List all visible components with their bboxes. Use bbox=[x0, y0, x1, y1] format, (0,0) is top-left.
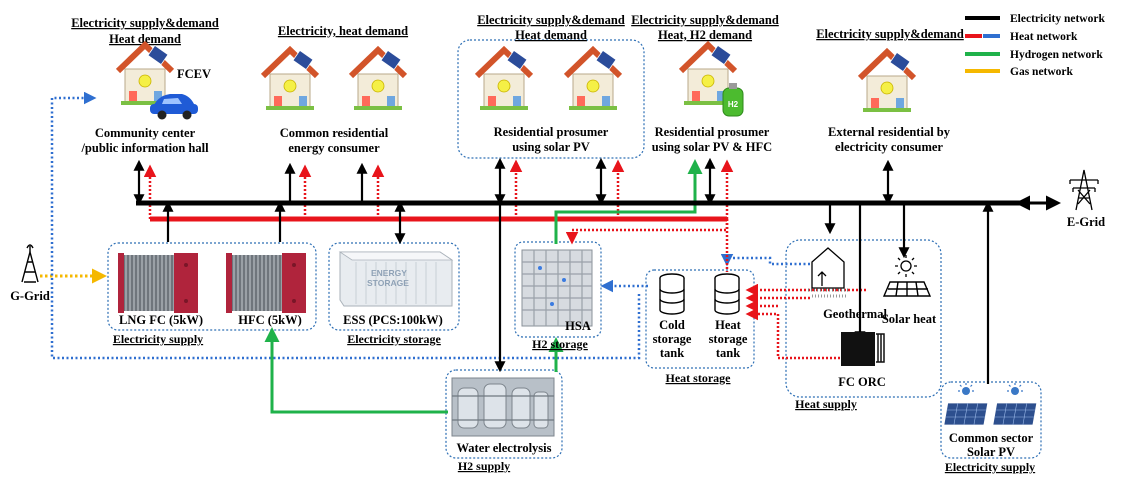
section-electricity-supply-right: Electricity supply bbox=[945, 460, 1035, 474]
h2-line-electrolysis-hfc bbox=[264, 327, 448, 414]
hsa-label: HSA bbox=[565, 319, 591, 333]
g-grid-label: G-Grid bbox=[10, 289, 50, 303]
fc-orc-icon bbox=[841, 332, 885, 366]
svg-text:Electricity supply&demand: Electricity supply&demand bbox=[631, 13, 779, 27]
svg-text:tank: tank bbox=[660, 346, 684, 360]
svg-text:tank: tank bbox=[716, 346, 740, 360]
house-common-2-icon bbox=[351, 50, 405, 110]
heat-drops bbox=[143, 159, 734, 272]
heat-storage-tank-icon bbox=[714, 273, 740, 315]
hfc-stack-icon bbox=[225, 252, 307, 314]
svg-text:ENERGY: ENERGY bbox=[371, 268, 407, 278]
label-prosumer-hfc: Residential prosumer using solar PV & HF… bbox=[652, 125, 772, 154]
svg-text:Residential prosumer: Residential prosumer bbox=[655, 125, 770, 139]
svg-text:/public information hall: /public information hall bbox=[80, 141, 209, 155]
label-community: Community center /public information hal… bbox=[80, 126, 209, 155]
svg-text:using solar PV: using solar PV bbox=[512, 140, 590, 154]
solar-pv-box bbox=[940, 381, 1042, 459]
ess-container-icon: ENERGY STORAGE bbox=[338, 251, 454, 307]
solar-pv-panel-1-icon bbox=[943, 382, 989, 426]
svg-text:Residential prosumer: Residential prosumer bbox=[494, 125, 609, 139]
water-electrolysis-label: Water electrolysis bbox=[457, 441, 552, 455]
house-external-icon bbox=[860, 52, 914, 112]
legend: Electricity network Heat network Hydroge… bbox=[965, 13, 1105, 78]
svg-text:Heat, H2 demand: Heat, H2 demand bbox=[658, 28, 752, 42]
house-prosumer-1-icon bbox=[477, 50, 531, 110]
ess-label: ESS (PCS:100kW) bbox=[343, 313, 443, 327]
geothermal-label: Geothermal bbox=[823, 307, 887, 321]
svg-text:Electricity network: Electricity network bbox=[1010, 13, 1105, 25]
svg-text:storage: storage bbox=[709, 332, 748, 346]
hsa-icon bbox=[521, 249, 593, 327]
electricity-supply-box bbox=[107, 242, 317, 331]
heat-blue-from-geothermal bbox=[720, 254, 810, 267]
svg-text:storage: storage bbox=[653, 332, 692, 346]
cold-storage-tank-icon bbox=[659, 273, 685, 315]
svg-text:Common residential: Common residential bbox=[280, 126, 389, 140]
house-prosumer-2-icon bbox=[566, 50, 620, 110]
lng-fc-label: LNG FC (5kW) bbox=[119, 313, 203, 327]
header-community: Electricity supply&demand Heat demand bbox=[71, 16, 219, 46]
house-common-1-icon bbox=[263, 50, 317, 110]
svg-text:STORAGE: STORAGE bbox=[367, 278, 409, 288]
label-common: Common residential energy consumer bbox=[280, 126, 389, 155]
hfc-label: HFC (5kW) bbox=[238, 313, 302, 327]
svg-text:Heat demand: Heat demand bbox=[515, 28, 587, 42]
heat-supply-box bbox=[785, 239, 942, 398]
water-electrolysis-icon bbox=[451, 377, 555, 437]
fcev-label: FCEV bbox=[177, 67, 211, 81]
section-electricity-supply-left: Electricity supply bbox=[113, 332, 203, 346]
svg-text:Cold: Cold bbox=[659, 318, 685, 332]
heat-tank-label: Heat storage tank bbox=[709, 318, 748, 360]
header-prosumer-pv: Electricity supply&demand Heat demand bbox=[477, 13, 625, 42]
label-external: External residential by electricity cons… bbox=[828, 125, 951, 154]
cold-tank-label: Cold storage tank bbox=[653, 318, 692, 360]
fc-orc-label: FC ORC bbox=[838, 375, 886, 389]
header-external: Electricity supply&demand bbox=[816, 27, 964, 41]
lng-fc-stack-icon bbox=[117, 252, 199, 314]
header-prosumer-hfc: Electricity supply&demand Heat, H2 deman… bbox=[631, 13, 779, 42]
prosumer-pv-box bbox=[457, 39, 645, 159]
svg-text:Solar PV: Solar PV bbox=[967, 445, 1015, 459]
svg-text:Electricity supply&demand: Electricity supply&demand bbox=[71, 16, 219, 30]
geothermal-icon bbox=[808, 247, 850, 298]
g-grid-icon bbox=[21, 244, 39, 283]
e-grid-label: E-Grid bbox=[1067, 215, 1105, 229]
solar-heat-icon bbox=[882, 255, 932, 297]
svg-text:External residential by: External residential by bbox=[828, 125, 951, 139]
svg-text:H2: H2 bbox=[728, 100, 739, 109]
solar-pv-label: Common sector Solar PV bbox=[949, 431, 1034, 459]
e-grid-tower-icon bbox=[1069, 169, 1099, 211]
section-heat-supply: Heat supply bbox=[795, 397, 857, 411]
svg-text:Heat demand: Heat demand bbox=[109, 32, 181, 46]
svg-text:using solar PV & HFC: using solar PV & HFC bbox=[652, 140, 772, 154]
svg-text:electricity consumer: electricity consumer bbox=[835, 140, 943, 154]
heat-supply-lines bbox=[745, 283, 866, 360]
section-heat-storage: Heat storage bbox=[666, 371, 732, 385]
svg-text:Hydrogen network: Hydrogen network bbox=[1010, 49, 1103, 61]
svg-text:Electricity, heat demand: Electricity, heat demand bbox=[278, 24, 408, 38]
svg-text:Heat: Heat bbox=[715, 318, 742, 332]
svg-text:Heat network: Heat network bbox=[1010, 31, 1078, 43]
h2-line-hsa-house bbox=[554, 159, 703, 244]
electricity-links bbox=[133, 157, 994, 384]
section-electricity-storage: Electricity storage bbox=[347, 332, 441, 346]
header-common: Electricity, heat demand bbox=[278, 24, 408, 38]
svg-text:Gas network: Gas network bbox=[1010, 66, 1074, 78]
fcev-car-icon bbox=[150, 94, 198, 120]
section-h2-storage: H2 storage bbox=[532, 337, 588, 351]
svg-text:Common sector: Common sector bbox=[949, 431, 1034, 445]
svg-text:energy consumer: energy consumer bbox=[288, 141, 380, 155]
svg-text:Electricity supply&demand: Electricity supply&demand bbox=[816, 27, 964, 41]
h2-cylinder-icon: H2 bbox=[722, 83, 744, 117]
label-prosumer-pv: Residential prosumer using solar PV bbox=[494, 125, 609, 154]
section-h2-supply: H2 supply bbox=[458, 459, 510, 473]
solar-heat-label: Solar heat bbox=[882, 312, 937, 326]
svg-text:Community center: Community center bbox=[95, 126, 196, 140]
svg-text:Electricity supply&demand: Electricity supply&demand bbox=[477, 13, 625, 27]
solar-pv-panel-2-icon bbox=[992, 382, 1038, 426]
